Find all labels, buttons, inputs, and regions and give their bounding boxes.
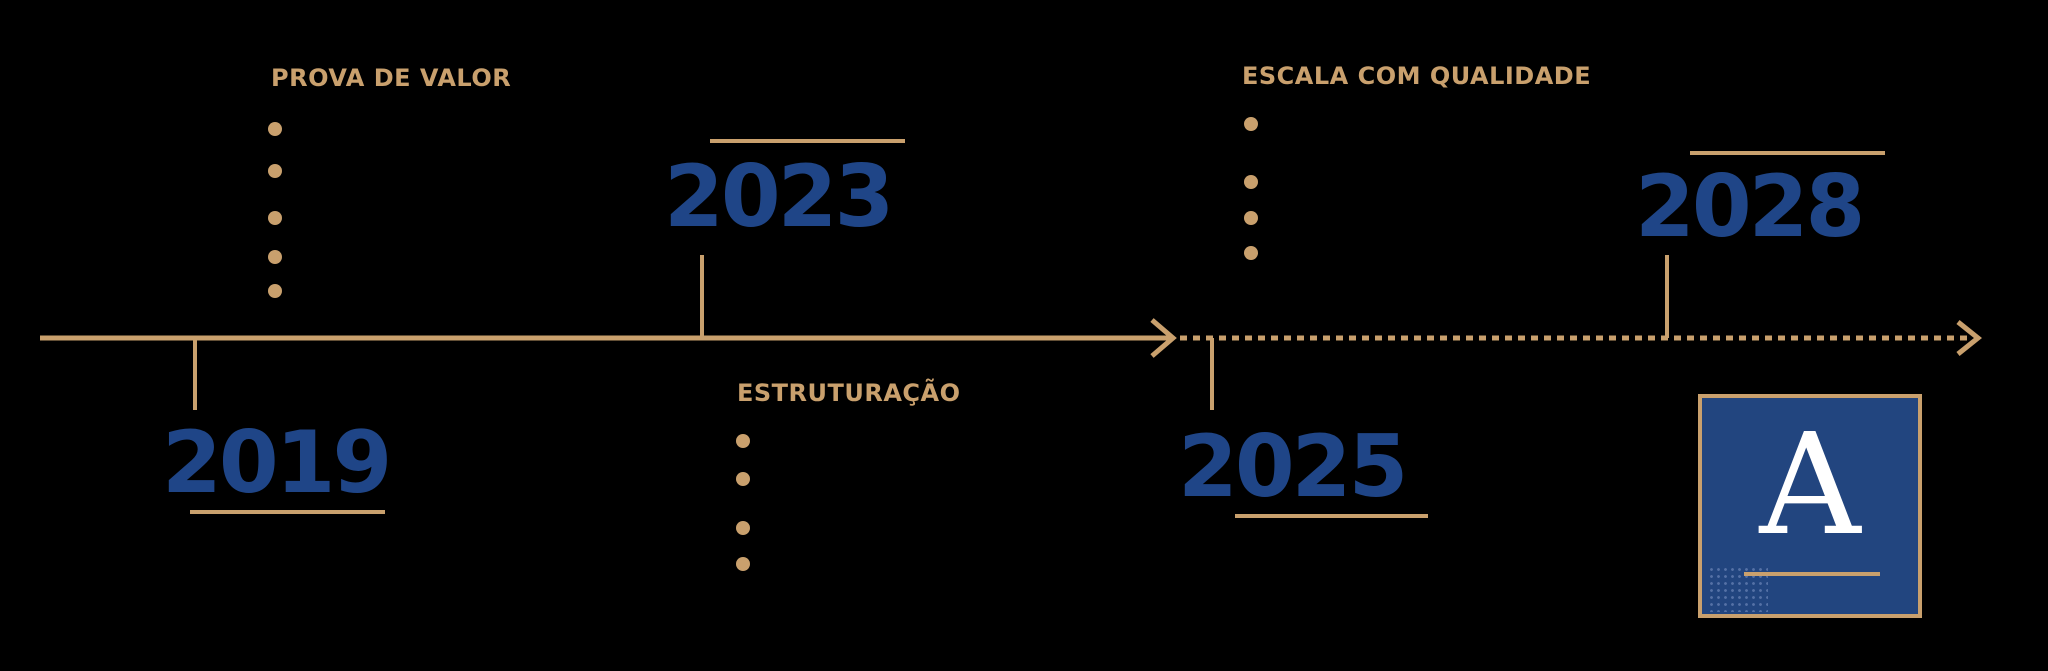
brand-logo: A xyxy=(1698,394,1922,618)
bullet-dot xyxy=(268,250,282,264)
bullet-dot xyxy=(1244,117,1258,131)
bullet-dot xyxy=(1244,246,1258,260)
year-2023-label: 2023 xyxy=(664,147,894,247)
year-2025-label: 2025 xyxy=(1178,417,1408,517)
phase-title-prova-de-valor: PROVA DE VALOR xyxy=(271,64,512,92)
bullet-dot xyxy=(736,434,750,448)
year-2019-label: 2019 xyxy=(162,413,392,513)
bullet-dot xyxy=(736,472,750,486)
bullet-dot xyxy=(736,521,750,535)
bullet-dot xyxy=(268,164,282,178)
bullet-dot xyxy=(1244,211,1258,225)
year-2028-label: 2028 xyxy=(1635,157,1865,257)
logo-underline xyxy=(1744,572,1880,576)
timeline-arrow-head-solid xyxy=(1150,318,1177,358)
timeline-arrow-head-dotted xyxy=(1956,320,1983,356)
bullet-dot xyxy=(268,211,282,225)
bullet-dot xyxy=(1244,175,1258,189)
phase-title-estruturacao: ESTRUTURAÇÃO xyxy=(737,379,961,407)
bullet-dot xyxy=(268,284,282,298)
bullet-dot xyxy=(268,122,282,136)
logo-letter: A xyxy=(1759,404,1861,567)
bullet-dot xyxy=(736,557,750,571)
phase-title-escala-com-qualidade: ESCALA COM QUALIDADE xyxy=(1242,62,1592,90)
